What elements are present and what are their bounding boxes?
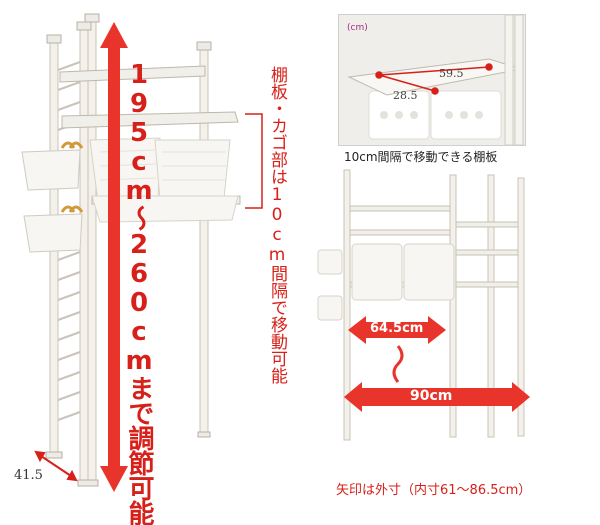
- depth-arrow: [34, 450, 78, 482]
- inset-caption: 10cm間隔で移動できる棚板: [344, 150, 498, 164]
- main-rack-illustration: [21, 13, 263, 492]
- inset-unit: (cm): [347, 23, 368, 33]
- footnote: 矢印は外寸（内寸61～86.5cm）: [336, 483, 532, 498]
- height-range-label: 195cm〜260cmまで調節可能: [124, 60, 154, 525]
- range-bracket: [245, 113, 263, 209]
- width-diagram: [317, 169, 530, 441]
- basket-hooks: [60, 141, 84, 213]
- inset-dimension-lines: [375, 63, 493, 95]
- wave-symbol: [392, 345, 404, 383]
- inset-depth-value: 28.5: [393, 89, 418, 102]
- right-rack-poles: [343, 169, 525, 441]
- inset-shelf-drawing: [339, 15, 525, 145]
- outer-width-label: 90cm: [410, 388, 453, 404]
- inner-width-arrow: [348, 316, 446, 344]
- depth-value: 41.5: [14, 468, 43, 483]
- side-baskets: [21, 149, 83, 253]
- large-baskets: [89, 137, 239, 223]
- shelf-move-note: 棚板・カゴ部は10cm間隔で移動可能: [267, 66, 287, 384]
- inner-width-label: 64.5cm: [370, 321, 424, 336]
- height-arrow: [100, 22, 128, 492]
- inset-width-value: 59.5: [439, 67, 464, 80]
- pole-caps: [45, 13, 212, 487]
- shelf-inset-photo: (cm) 59.5 28.5: [338, 14, 526, 146]
- outer-width-arrow: [344, 382, 530, 412]
- right-baskets: [317, 243, 455, 321]
